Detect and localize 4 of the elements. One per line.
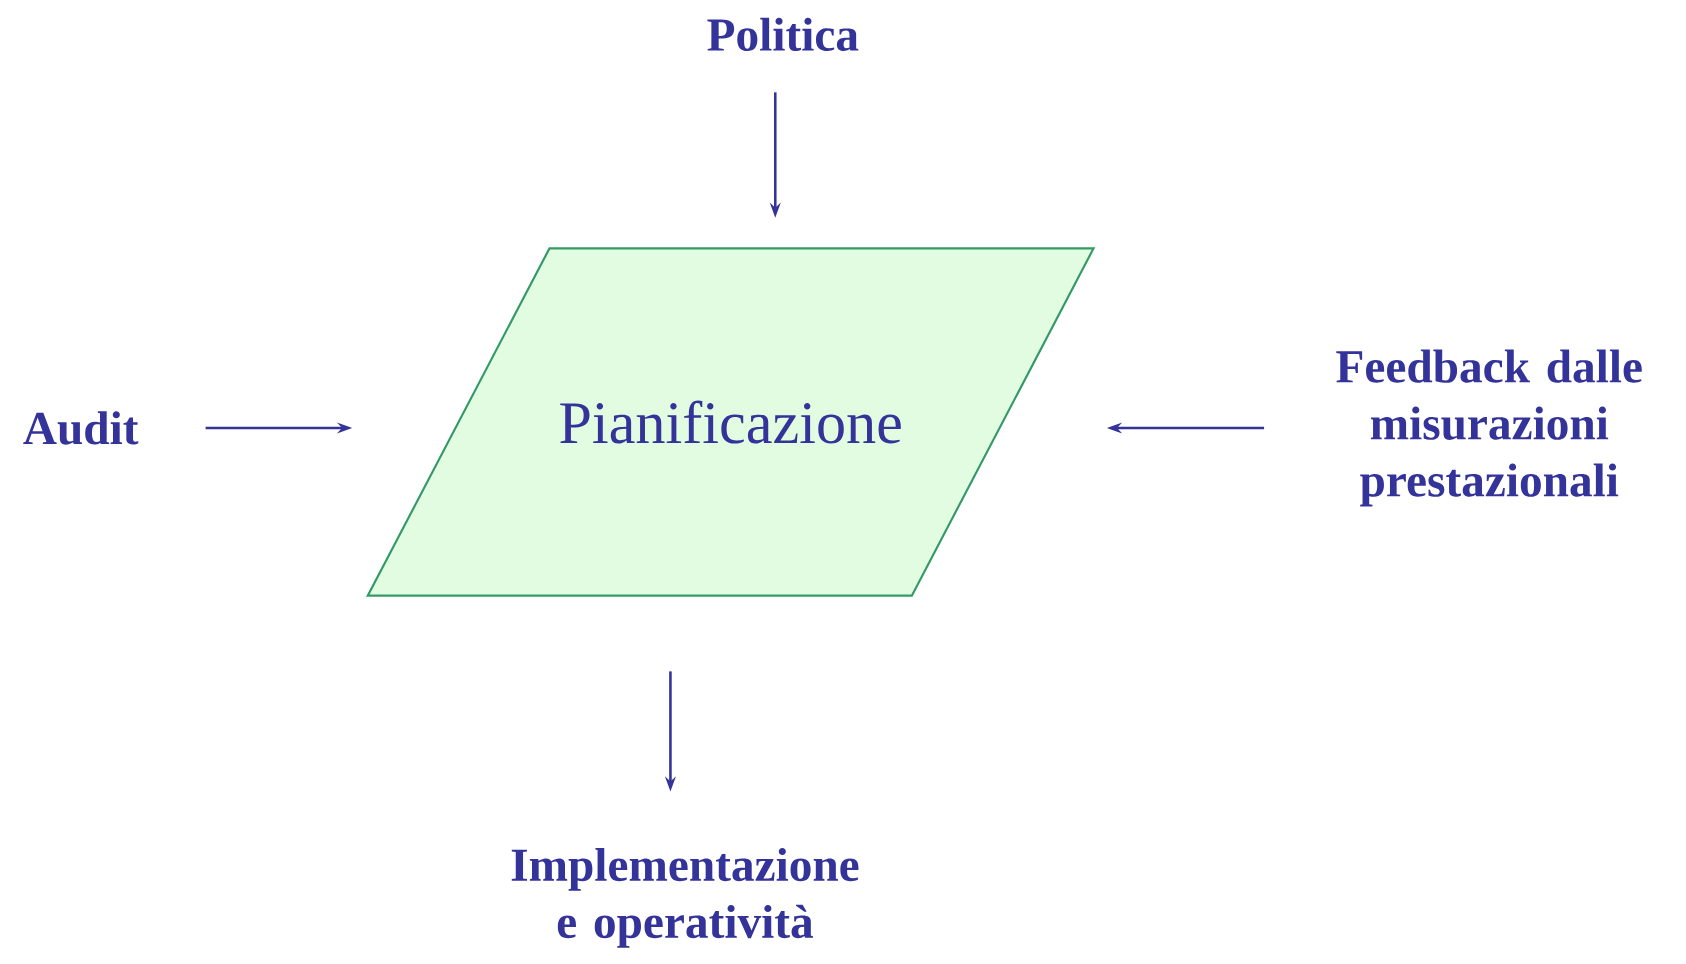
input-label: Audit [23, 411, 139, 445]
input-label: Feedback dalle misurazioni prestazionali [1336, 349, 1642, 507]
input-label: Implementazione e operatività [511, 847, 859, 948]
input-label: Politica [707, 17, 859, 51]
